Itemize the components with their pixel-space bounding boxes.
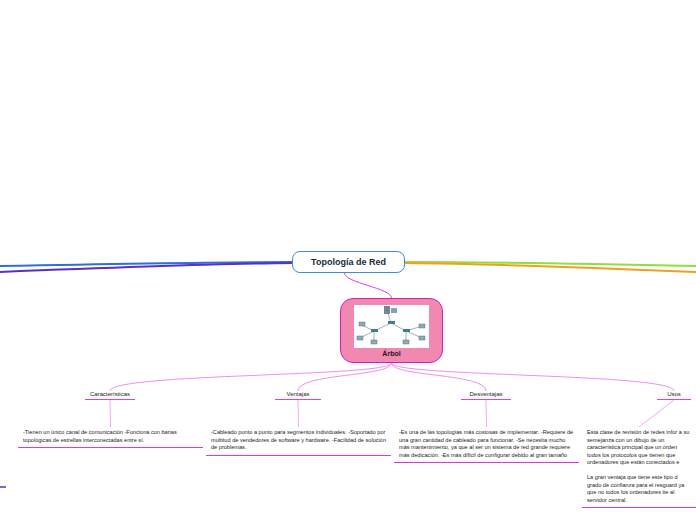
- branch-title: Ventajas: [275, 391, 321, 400]
- connector: [392, 363, 675, 391]
- connector: [110, 400, 112, 427]
- note-line: La gran ventaja que tiene este tipo d gr…: [587, 474, 692, 504]
- note-text: Esta clase de revisión de redes infor a …: [582, 429, 696, 508]
- connector: [486, 400, 488, 427]
- node-label: Árbol: [341, 350, 442, 357]
- branch-stub: [0, 486, 6, 488]
- branch-title: Usos: [657, 391, 691, 400]
- connector: [639, 400, 674, 427]
- connector: [110, 363, 392, 391]
- branch-title: Características: [85, 391, 135, 400]
- node-label: Características: [85, 391, 135, 397]
- network-picture: [354, 305, 429, 348]
- branch-line: [0, 263, 292, 272]
- node-label: Topología de Red: [301, 257, 396, 267]
- note-text: -Cableado punto a punto para segmentos i…: [206, 429, 391, 456]
- branch-title: Desventajas: [461, 391, 511, 400]
- node-label: Usos: [657, 391, 691, 397]
- connector: [298, 400, 300, 427]
- connector: [298, 363, 392, 391]
- note-line: -Tienen un único canal de comunicación -…: [23, 429, 199, 444]
- topic-box: Topología de Red: [292, 251, 405, 273]
- note-line: -Cableado punto a punto para segmentos i…: [211, 429, 387, 452]
- connector: [392, 363, 487, 391]
- subtopic-card: Árbol: [340, 298, 443, 363]
- connector: [345, 273, 392, 298]
- note-text: -Es una de las topologías más costosas d…: [394, 429, 579, 463]
- note-line: Esta clase de revisión de redes infor a …: [587, 429, 692, 467]
- branch-line: [405, 263, 696, 272]
- note-text: -Tienen un único canal de comunicación -…: [18, 429, 203, 448]
- node-label: Ventajas: [275, 391, 321, 397]
- note-line: -Es una de las topologías más costosas d…: [399, 429, 575, 459]
- node-label: Desventajas: [461, 391, 511, 397]
